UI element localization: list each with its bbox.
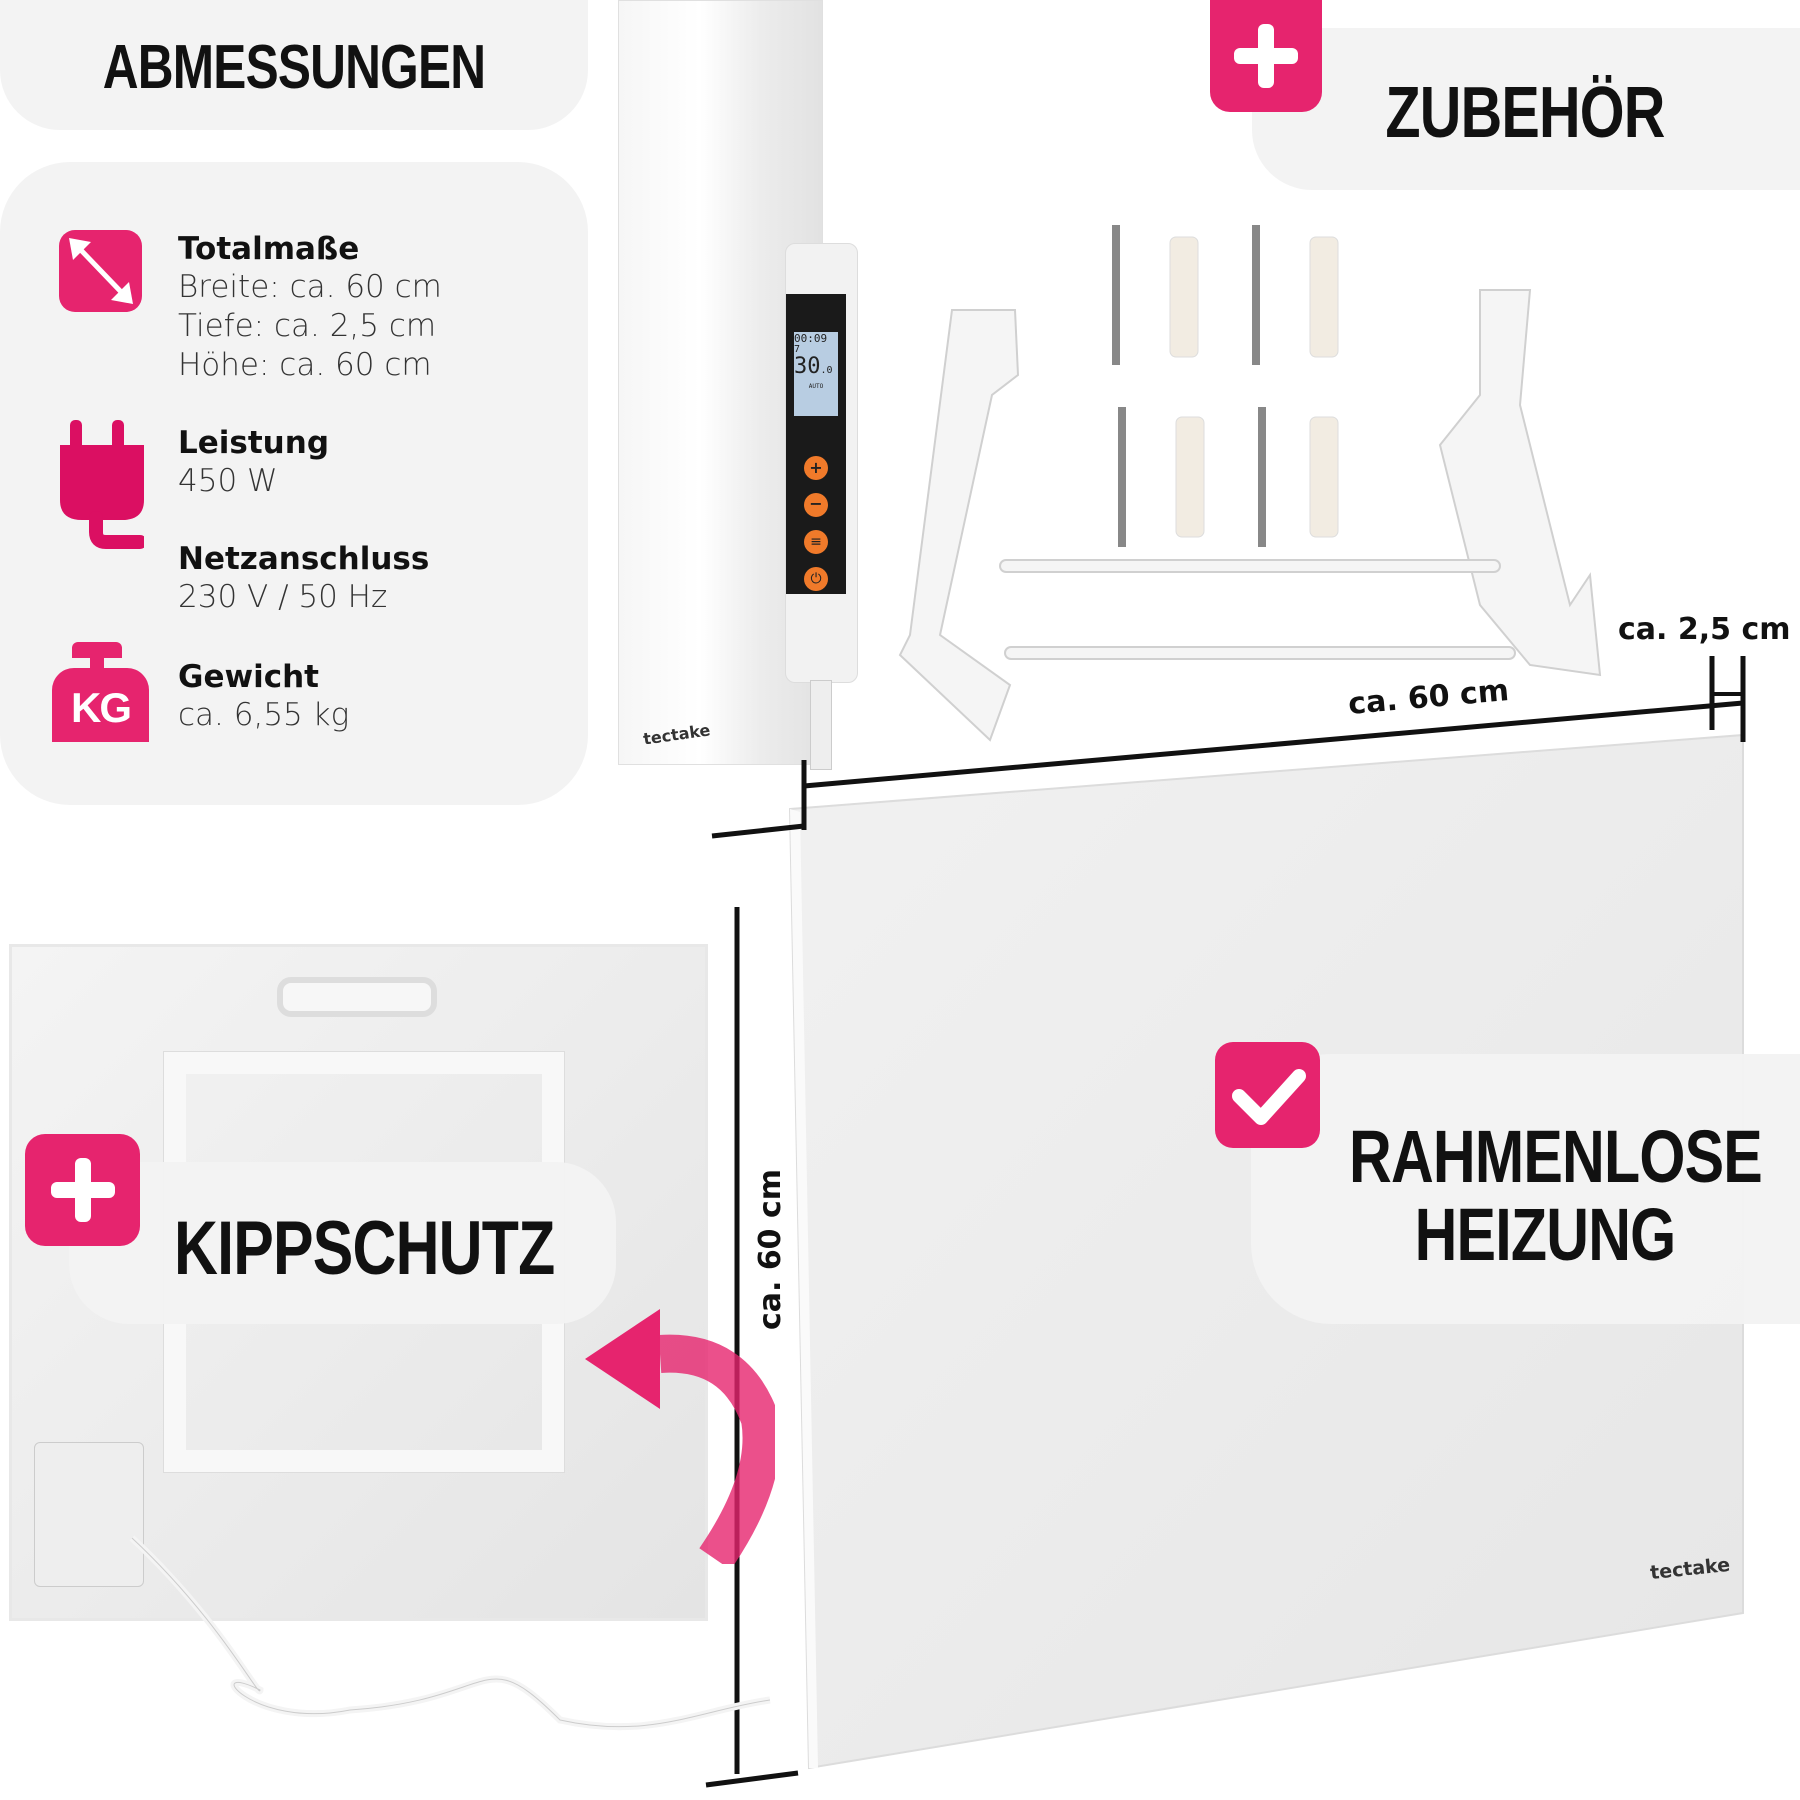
- controller-unit: 00:09 7 30.0 AUTO + − ≡ ⏻: [785, 243, 858, 683]
- frameless-label-line1: RAHMENLOSE: [1349, 1115, 1763, 1198]
- frameless-label-line2: HEIZUNG: [1414, 1193, 1677, 1276]
- spec-value: 230 V / 50 Hz: [178, 579, 388, 615]
- tip-protection-pill: [69, 1162, 616, 1324]
- height-measurement: ca. 60 cm: [753, 1168, 789, 1331]
- spec-title: Leistung: [178, 425, 330, 461]
- power-button[interactable]: ⏻: [804, 567, 828, 591]
- power-cable: [810, 680, 832, 770]
- spec-title: Netzanschluss: [178, 541, 430, 577]
- spec-value: Breite: ca. 60 cm: [178, 269, 442, 305]
- spec-value: 450 W: [178, 463, 278, 499]
- spec-value: Tiefe: ca. 2,5 cm: [178, 308, 437, 344]
- spec-value: ca. 6,55 kg: [178, 697, 350, 733]
- plus-icon: [25, 1134, 140, 1246]
- dimensions-header-pill: [0, 0, 588, 130]
- accessories-image: [898, 225, 1602, 742]
- tip-protection-label: KIPPSCHUTZ: [174, 1206, 555, 1291]
- spec-value: Höhe: ca. 60 cm: [178, 347, 432, 383]
- accessories-header-pill: [1252, 28, 1800, 190]
- frameless-pill: [1251, 1054, 1800, 1324]
- dimensions-header: ABMESSUNGEN: [102, 33, 486, 102]
- plus-icon: [1210, 0, 1322, 112]
- minus-button[interactable]: −: [804, 493, 828, 517]
- depth-measurement: ca. 2,5 cm: [1618, 612, 1791, 647]
- weight-kg-icon: KG: [52, 642, 149, 742]
- lcd-display: 00:09 7 30.0 AUTO: [794, 332, 838, 416]
- spec-title: Gewicht: [178, 659, 319, 695]
- rotate-arrow-icon: [585, 1309, 775, 1564]
- plus-button[interactable]: +: [804, 456, 828, 480]
- menu-button[interactable]: ≡: [804, 530, 828, 554]
- plug-icon: [60, 420, 144, 549]
- specs-panel: Totalmaße Breite: ca. 60 cm Tiefe: ca. 2…: [0, 162, 588, 805]
- diagonal-arrows-icon: [59, 230, 142, 312]
- junction-box: [34, 1442, 144, 1587]
- spec-title: Totalmaße: [178, 231, 360, 267]
- accessories-header: ZUBEHÖR: [1385, 73, 1665, 153]
- handle: [277, 977, 437, 1017]
- checkmark-icon: [1215, 1042, 1320, 1148]
